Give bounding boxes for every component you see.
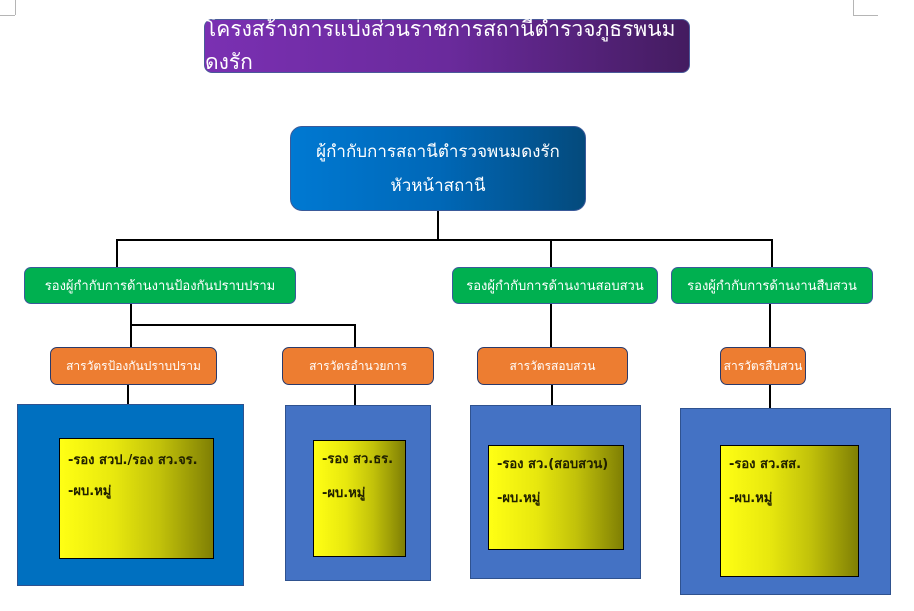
connector-line bbox=[771, 239, 773, 267]
head-title: ผู้กำกับการสถานีตำรวจพนมดงรัก bbox=[316, 141, 560, 162]
staff-item: -ผบ.หมู่ bbox=[68, 484, 112, 499]
staff-item: -ผบ.หมู่ bbox=[497, 491, 541, 506]
staff-list-inquiry: -รอง สว.(สอบสวน) -ผบ.หมู่ bbox=[488, 445, 624, 550]
connector-line bbox=[769, 384, 771, 408]
staff-list-investigation: -รอง สว.สส. -ผบ.หมู่ bbox=[720, 445, 859, 577]
deputy-label: รองผู้กำกับการด้านงานป้องกันปราบปราม bbox=[44, 279, 276, 294]
connector-line bbox=[551, 384, 553, 406]
unit-label: สารวัตรป้องกันปราบปราม bbox=[66, 358, 201, 373]
connector-line bbox=[127, 384, 129, 405]
staff-item: -รอง สว.ธร. bbox=[322, 452, 394, 467]
connector-line bbox=[550, 239, 552, 267]
deputy-prevention-box: รองผู้กำกับการด้านงานป้องกันปราบปราม bbox=[24, 267, 296, 304]
deputy-label: รองผู้กำกับการด้านงานสอบสวน bbox=[466, 279, 644, 294]
unit-label: สารวัตรอำนวยการ bbox=[309, 358, 407, 373]
connector-line bbox=[130, 324, 356, 326]
staff-item: -รอง สว.(สอบสวน) bbox=[497, 457, 609, 472]
connector-line bbox=[354, 324, 356, 348]
connector-line bbox=[130, 304, 132, 348]
station-head-box: ผู้กำกับการสถานีตำรวจพนมดงรัก หัวหน้าสถา… bbox=[290, 126, 586, 211]
chart-title: โครงสร้างการแบ่งส่วนราชการสถานีตำรวจภูธร… bbox=[204, 17, 690, 74]
unit-investigation-box: สารวัตรสืบสวน bbox=[720, 347, 806, 385]
deputy-inquiry-box: รองผู้กำกับการด้านงานสอบสวน bbox=[452, 267, 658, 304]
connector-line bbox=[550, 304, 552, 348]
staff-list-administration: -รอง สว.ธร. -ผบ.หมู่ bbox=[313, 440, 406, 557]
head-subtitle: หัวหน้าสถานี bbox=[390, 175, 486, 196]
connector-line bbox=[437, 211, 439, 241]
chart-title-text: โครงสร้างการแบ่งส่วนราชการสถานีตำรวจภูธร… bbox=[205, 17, 676, 74]
connector-line bbox=[354, 384, 356, 406]
page-corner-mark bbox=[853, 15, 878, 16]
page-corner-mark bbox=[15, 0, 16, 15]
page-corner-mark bbox=[0, 15, 15, 16]
unit-prevention-box: สารวัตรป้องกันปราบปราม bbox=[50, 347, 217, 385]
connector-line bbox=[769, 304, 771, 348]
staff-item: -รอง สวป./รอง สว.จร. bbox=[68, 453, 198, 468]
staff-item: -รอง สว.สส. bbox=[729, 457, 802, 472]
deputy-investigation-box: รองผู้กำกับการด้านงานสืบสวน bbox=[671, 267, 873, 304]
staff-item: -ผบ.หมู่ bbox=[322, 486, 366, 501]
unit-administration-box: สารวัตรอำนวยการ bbox=[282, 347, 434, 385]
unit-label: สารวัตรสืบสวน bbox=[723, 358, 803, 373]
staff-item: -ผบ.หมู่ bbox=[729, 491, 773, 506]
deputy-label: รองผู้กำกับการด้านงานสืบสวน bbox=[687, 279, 857, 294]
connector-line bbox=[116, 239, 118, 267]
page-corner-mark bbox=[853, 0, 854, 15]
unit-inquiry-box: สารวัตรสอบสวน bbox=[477, 347, 628, 385]
unit-label: สารวัตรสอบสวน bbox=[509, 358, 596, 373]
connector-line bbox=[116, 239, 773, 241]
staff-list-prevention: -รอง สวป./รอง สว.จร. -ผบ.หมู่ bbox=[59, 438, 214, 559]
